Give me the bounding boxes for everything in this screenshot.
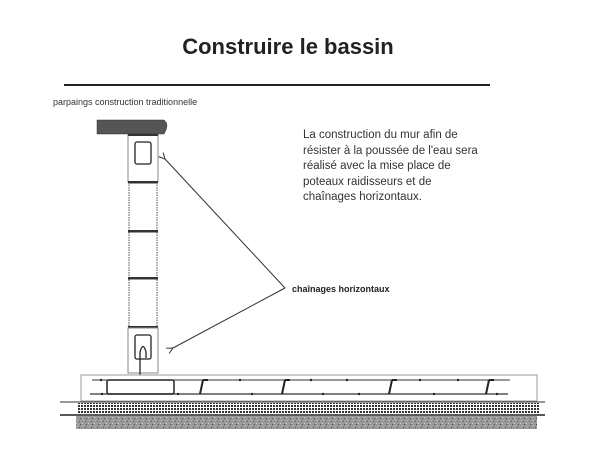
diagram-subtitle: parpaings construction traditionnelle xyxy=(53,97,198,107)
page-title-text: Construire le bassin xyxy=(182,34,394,59)
ground-layers xyxy=(60,401,545,429)
horizontal-tie-4 xyxy=(128,326,158,329)
horizontal-tie-1 xyxy=(128,181,158,184)
bottom-block xyxy=(127,327,159,393)
horizontal-tie-2 xyxy=(128,230,158,233)
arrow-to-bottom-tie xyxy=(173,287,286,348)
page-title: Construire le bassin xyxy=(0,34,600,60)
callout-arrows xyxy=(165,159,286,348)
block-column xyxy=(128,181,158,329)
arrow-to-top-tie xyxy=(165,159,286,289)
foundation-slab xyxy=(80,374,538,402)
top-block xyxy=(127,134,159,183)
callout-label: chaînages horizontaux xyxy=(292,284,390,294)
title-underline xyxy=(64,84,490,86)
description-text: La construction du mur afin de résister … xyxy=(303,129,478,203)
coping-cap xyxy=(96,119,168,135)
horizontal-tie-3 xyxy=(128,277,158,280)
